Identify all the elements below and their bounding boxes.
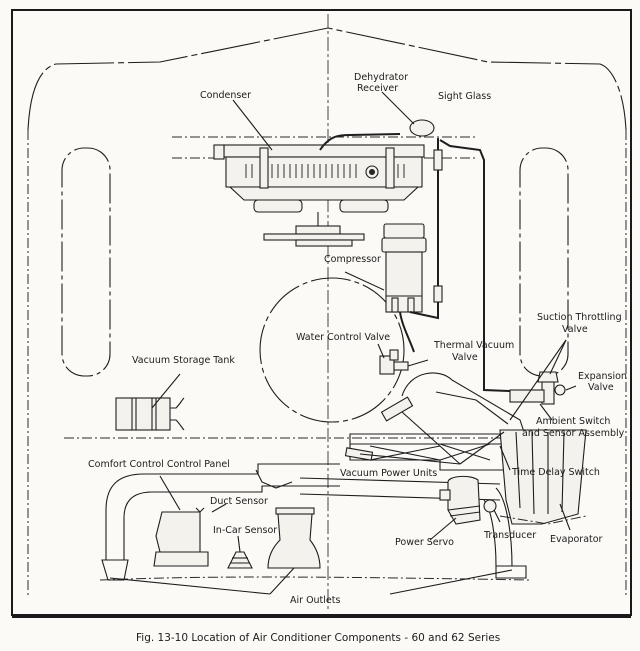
power-servo bbox=[439, 475, 481, 525]
compressor-body bbox=[381, 223, 439, 353]
center-air-outlet bbox=[267, 507, 321, 569]
in-car-sensor bbox=[227, 551, 253, 569]
label-ambient-switch-line2: and Sensor Assembly bbox=[522, 428, 625, 439]
label-vacuum-power-units: Vacuum Power Units bbox=[340, 468, 437, 479]
label-transducer: Transducer bbox=[483, 530, 536, 541]
label-expansion-valve-line1: Expansion bbox=[578, 371, 627, 382]
fan-pulley bbox=[263, 212, 365, 247]
label-thermal-vacuum-valve-line1: Thermal Vacuum bbox=[433, 340, 514, 351]
label-time-delay-switch: Time Delay Switch bbox=[511, 467, 600, 478]
evaporator bbox=[499, 429, 587, 525]
heater-blower-assembly bbox=[64, 372, 529, 471]
label-expansion-valve-line2: Valve bbox=[588, 382, 614, 393]
label-evaporator: Evaporator bbox=[550, 534, 603, 545]
water-control-valve bbox=[379, 349, 409, 375]
suction-throttling-valve bbox=[509, 371, 566, 405]
label-air-outlets: Air Outlets bbox=[290, 595, 340, 606]
component-labels: Condenser Dehydrator Receiver Sight Glas… bbox=[88, 72, 627, 606]
vacuum-storage-tank bbox=[115, 397, 185, 431]
label-compressor: Compressor bbox=[324, 254, 381, 265]
label-dehydrator-receiver-line1: Dehydrator bbox=[354, 72, 408, 83]
figure-caption: Fig. 13-10 Location of Air Conditioner C… bbox=[136, 632, 500, 644]
label-ambient-switch-line1: Ambient Switch bbox=[536, 416, 610, 427]
label-condenser: Condenser bbox=[200, 90, 251, 101]
label-in-car-sensor: In-Car Sensor bbox=[213, 525, 277, 536]
car-body-outline bbox=[27, 27, 627, 131]
label-dehydrator-receiver-line2: Receiver bbox=[357, 83, 398, 94]
label-thermal-vacuum-valve-line2: Valve bbox=[452, 352, 478, 363]
label-suction-throttling-valve-line1: Suction Throttling bbox=[537, 312, 622, 323]
transducer bbox=[483, 499, 497, 513]
right-front-tire bbox=[519, 147, 569, 377]
label-water-control-valve: Water Control Valve bbox=[296, 332, 390, 343]
leader-lines bbox=[109, 91, 577, 595]
label-power-servo: Power Servo bbox=[395, 537, 454, 548]
label-vacuum-storage-tank: Vacuum Storage Tank bbox=[132, 355, 235, 366]
condenser bbox=[172, 133, 478, 213]
left-front-tire bbox=[61, 147, 111, 377]
label-comfort-control-panel: Comfort Control Control Panel bbox=[88, 459, 230, 470]
comfort-control-panel bbox=[153, 507, 209, 567]
figure-frame bbox=[11, 9, 632, 616]
label-duct-sensor: Duct Sensor bbox=[210, 496, 268, 507]
label-sight-glass: Sight Glass bbox=[438, 91, 491, 102]
dehydrator-receiver bbox=[409, 119, 533, 393]
air-duct bbox=[99, 463, 531, 581]
engine-fan-outline bbox=[259, 277, 405, 423]
label-suction-throttling-valve-line2: Valve bbox=[562, 324, 588, 335]
